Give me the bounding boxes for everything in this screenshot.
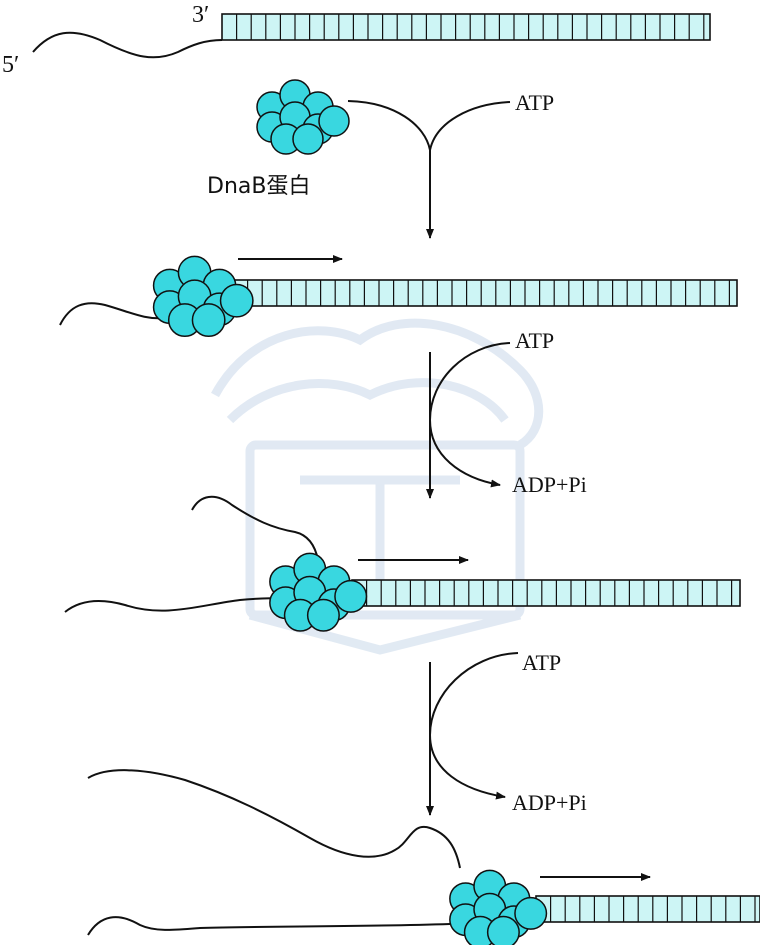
label-atp-3: ATP [522, 650, 561, 675]
ssdna-strand-upper [191, 495, 319, 561]
dna-duplex [351, 579, 741, 607]
label-atp-2: ATP [515, 328, 554, 353]
atp-arrow-1 [347, 100, 434, 239]
atp-input-curve-1 [429, 101, 511, 151]
dna-duplex [232, 279, 738, 307]
label-dnab-protein: DnaB蛋白 [207, 174, 310, 199]
stage-2: ATP ADP+Pi [59, 255, 738, 499]
atp-adp-curve-3 [428, 652, 519, 800]
dnab-protein [256, 79, 350, 155]
label-three-prime: 3′ [192, 2, 209, 28]
ssdna-strand [59, 302, 166, 326]
label-adp-3: ADP+Pi [512, 790, 587, 815]
dnab-protein [449, 869, 548, 945]
atp-adp-curve-2 [428, 342, 511, 488]
dna-duplex [535, 895, 760, 923]
dnab-protein [152, 255, 254, 338]
dnab-protein [269, 552, 368, 632]
ssdna-strand-upper [87, 769, 461, 869]
dna-duplex [221, 13, 711, 41]
ssdna-strand-lower [64, 597, 291, 613]
stage-1: 3′ 5′ DnaB蛋白 ATP [2, 2, 711, 239]
ssdna-strand-5prime [32, 31, 223, 59]
stage-4 [87, 769, 760, 945]
label-five-prime: 5′ [2, 52, 19, 78]
label-atp-1: ATP [515, 90, 554, 115]
label-adp-2: ADP+Pi [512, 472, 587, 497]
stage-3: ATP ADP+Pi [64, 495, 741, 816]
ssdna-strand-lower [87, 916, 451, 936]
